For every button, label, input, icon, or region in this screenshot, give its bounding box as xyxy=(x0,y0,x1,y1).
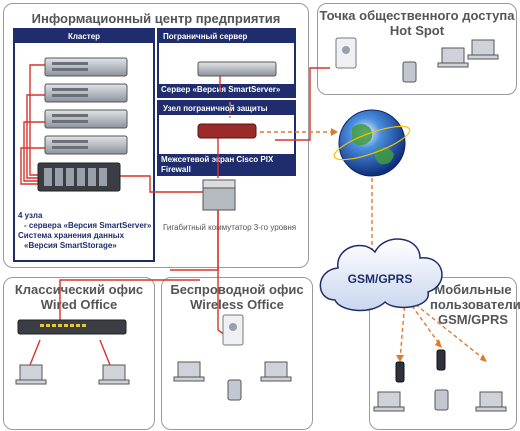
switch-icon xyxy=(202,179,236,211)
cluster-note-2: - сервера «Версия SmartServer» xyxy=(24,221,152,230)
firewall-label: Межсетевой экран Cisco PIX Firewall xyxy=(157,154,296,176)
switch-label: Гигабитный коммутатор 3-го уровня xyxy=(163,223,297,232)
laptop-icons xyxy=(15,39,507,412)
cluster-links xyxy=(20,64,330,366)
globe-icon xyxy=(333,109,411,177)
border-protection-header: Узел пограничной защиты xyxy=(159,102,294,115)
wired-office-panel: Классический офис Wired Office xyxy=(3,277,155,430)
cluster-note-1: 4 узла xyxy=(18,211,43,220)
firewall-label-2: Firewall xyxy=(161,165,191,174)
mobile-title-3: GSM/GPRS xyxy=(437,312,509,327)
hotspot-access-point-icon xyxy=(335,37,357,69)
phone-icons xyxy=(395,349,446,383)
mobile-title-2: пользователи xyxy=(430,297,520,312)
pda-icons xyxy=(227,61,449,411)
arrowheads xyxy=(331,128,487,362)
border-server-icon xyxy=(197,61,277,77)
cluster-note-4: «Версия SmartStorage» xyxy=(24,241,117,250)
office-switch-icon xyxy=(17,319,127,335)
wired-title-1: Классический офис xyxy=(14,282,144,297)
gsm-cloud xyxy=(319,238,443,312)
cluster-note-3: Система хранения данных xyxy=(18,231,125,240)
border-server-header: Пограничный сервер xyxy=(159,30,294,43)
info-center-title: Информационный центр предприятия xyxy=(31,11,281,26)
firewall-icon xyxy=(197,123,257,139)
wireless-title-1: Беспроводной офис xyxy=(170,282,304,297)
mobile-title-1: Мобильные xyxy=(434,282,512,297)
cluster-note: 4 узла - сервера «Версия SmartServer» Си… xyxy=(18,211,153,251)
wireless-access-point-icon xyxy=(222,314,244,346)
wireless-office-panel: Беспроводной офис Wireless Office xyxy=(161,277,313,430)
hotspot-title-1: Точка общественного доступа xyxy=(319,8,515,23)
cluster-servers xyxy=(37,57,128,192)
orange-links xyxy=(229,102,486,361)
firewall-label-1: Межсетевой экран Cisco PIX xyxy=(161,155,274,164)
cloud-label: GSM/GPRS xyxy=(348,272,413,286)
wireless-title-2: Wireless Office xyxy=(190,297,284,312)
hotspot-title-2: Hot Spot xyxy=(389,23,445,38)
cluster-header: Кластер xyxy=(15,30,153,43)
